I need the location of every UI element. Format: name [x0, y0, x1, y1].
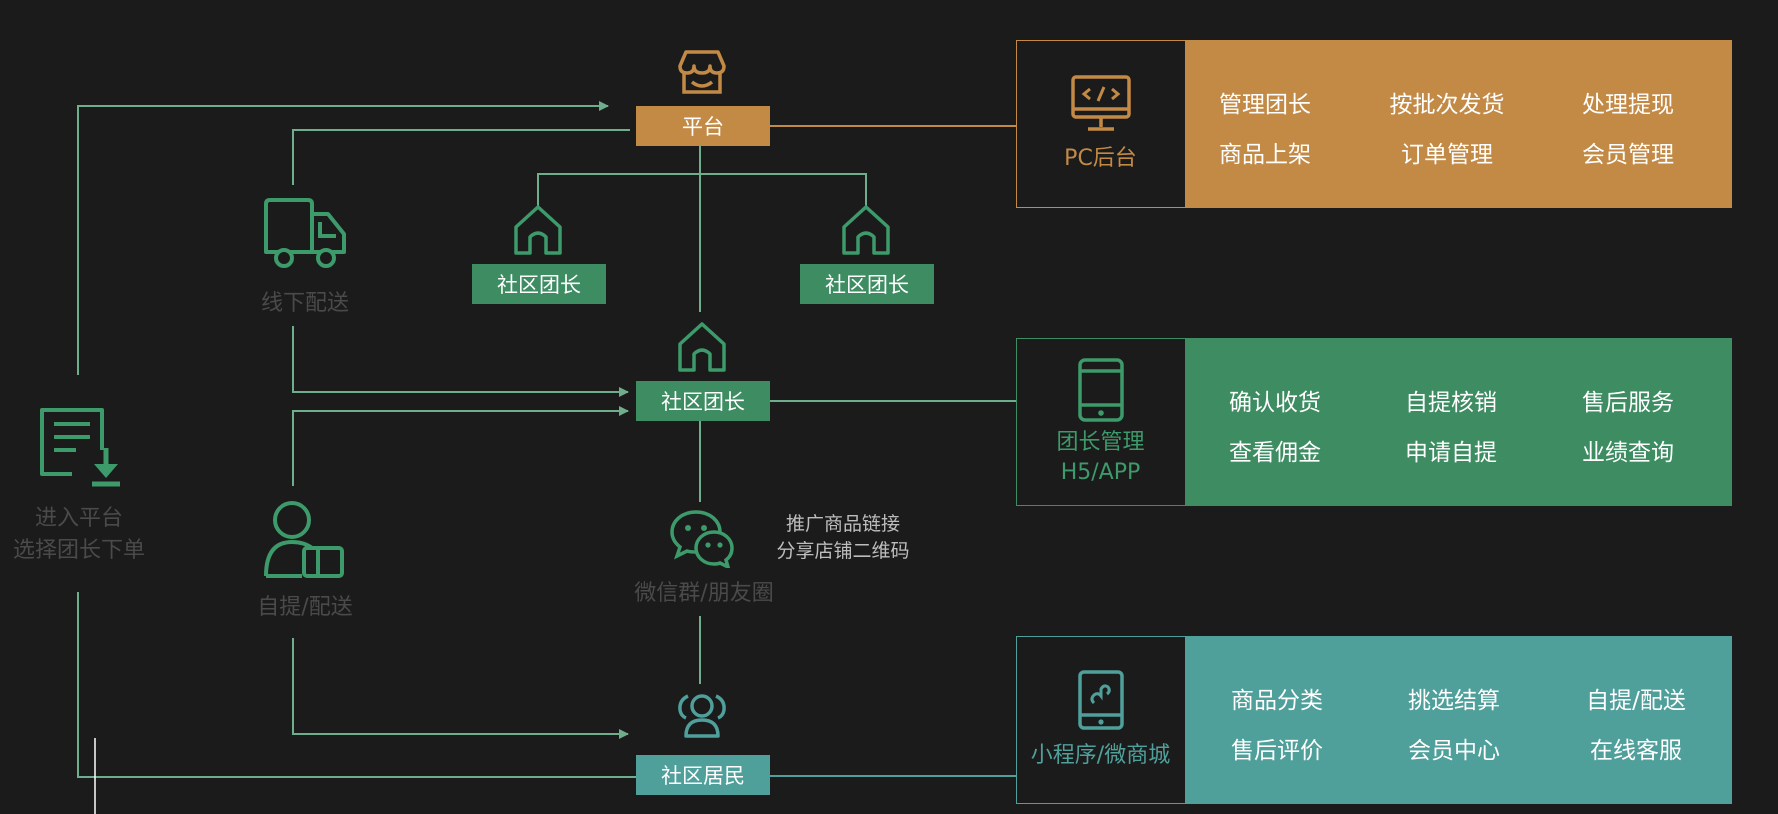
- leader-right-label: 社区团长: [825, 273, 909, 297]
- pc-feature: 处理提现: [1582, 92, 1674, 118]
- promote-line1: 推广商品链接: [785, 513, 900, 535]
- enter-platform-line2: 选择团长下单: [12, 538, 145, 563]
- wechat-groups-label: 微信群/朋友圈: [634, 581, 774, 606]
- leader-right-node: 社区团长: [800, 264, 934, 304]
- mini-feature: 售后评价: [1231, 738, 1323, 764]
- line-leader-bracket: [537, 173, 867, 208]
- mini-panel-head: 小程序/微商城: [1017, 637, 1184, 803]
- mini-feature: 在线客服: [1590, 738, 1682, 764]
- mini-panel-title: 小程序/微商城: [1030, 743, 1171, 768]
- mini-panel: 小程序/微商城 商品分类 挑选结算 自提/配送 售后评价 会员中心 在线客服: [1016, 636, 1732, 804]
- house-icon: [678, 322, 726, 372]
- pc-panel-body: 管理团长 按批次发货 处理提现 商品上架 订单管理 会员管理: [1185, 41, 1731, 207]
- house-icon: [842, 205, 890, 255]
- enter-platform-label: 进入平台 选择团长下单: [4, 503, 154, 567]
- pc-feature: 会员管理: [1582, 142, 1674, 168]
- line-pickup-to-leader: [292, 406, 629, 486]
- leader-feature: 业绩查询: [1582, 440, 1674, 466]
- tablet-icon: [1077, 358, 1124, 422]
- pc-panel: PC后台 管理团长 按批次发货 处理提现 商品上架 订单管理 会员管理: [1016, 40, 1732, 208]
- pc-feature: 按批次发货: [1389, 92, 1505, 118]
- pc-feature: 商品上架: [1219, 142, 1311, 168]
- leader-center-node: 社区团长: [636, 381, 770, 421]
- mini-program-phone-icon: [1077, 670, 1124, 730]
- pc-feature: 订单管理: [1401, 142, 1493, 168]
- residents-label: 社区居民: [661, 764, 745, 788]
- mini-feature: 会员中心: [1408, 738, 1500, 764]
- leader-feature: 确认收货: [1229, 390, 1321, 416]
- pickup-delivery-label: 自提/配送: [257, 595, 353, 620]
- pc-panel-head: PC后台: [1017, 41, 1184, 207]
- offline-delivery-label: 线下配送: [260, 291, 349, 316]
- monitor-code-icon: [1070, 75, 1131, 131]
- leader-panel-head: 团长管理 H5/APP: [1017, 339, 1184, 505]
- line-order-to-residents: [77, 592, 636, 778]
- mini-feature: 商品分类: [1231, 688, 1323, 714]
- leader-panel-title-line1: 团长管理: [1056, 430, 1145, 455]
- leader-panel-body: 确认收货 自提核销 售后服务 查看佣金 申请自提 业绩查询: [1185, 339, 1731, 505]
- wechat-icon: [670, 510, 734, 568]
- order-document-icon: [40, 408, 120, 487]
- group-icon: [678, 694, 726, 738]
- mini-panel-body: 商品分类 挑选结算 自提/配送 售后评价 会员中心 在线客服: [1185, 637, 1731, 803]
- leader-panel-title: 团长管理 H5/APP: [1017, 428, 1184, 488]
- promote-label: 推广商品链接 分享店铺二维码: [760, 511, 926, 565]
- line-pickup-to-residents: [292, 638, 629, 739]
- leader-center-label: 社区团长: [661, 390, 745, 414]
- mini-feature: 挑选结算: [1408, 688, 1500, 714]
- leader-feature: 申请自提: [1405, 440, 1497, 466]
- store-icon: [678, 50, 726, 94]
- mini-feature: 自提/配送: [1586, 688, 1686, 714]
- leader-feature: 自提核销: [1405, 390, 1497, 416]
- pc-feature: 管理团长: [1219, 92, 1311, 118]
- leader-panel-title-line2: H5/APP: [1060, 460, 1141, 485]
- enter-platform-line1: 进入平台: [34, 506, 123, 531]
- leader-left-label: 社区团长: [497, 273, 581, 297]
- person-box-icon: [264, 501, 344, 578]
- truck-icon: [264, 198, 346, 268]
- residents-node: 社区居民: [636, 755, 770, 795]
- platform-node: 平台: [636, 106, 770, 146]
- pc-panel-title: PC后台: [1064, 146, 1137, 171]
- house-icon: [514, 205, 562, 255]
- promote-line2: 分享店铺二维码: [776, 540, 910, 562]
- line-order-to-platform: [77, 101, 609, 375]
- leader-panel: 团长管理 H5/APP 确认收货 自提核销 售后服务 查看佣金 申请自提 业绩查…: [1016, 338, 1732, 506]
- line-truck-to-leader: [292, 326, 629, 397]
- line-platform-to-truck: [292, 129, 630, 185]
- leader-feature: 售后服务: [1582, 390, 1674, 416]
- leader-left-node: 社区团长: [472, 264, 606, 304]
- leader-feature: 查看佣金: [1229, 440, 1321, 466]
- platform-label: 平台: [682, 115, 724, 139]
